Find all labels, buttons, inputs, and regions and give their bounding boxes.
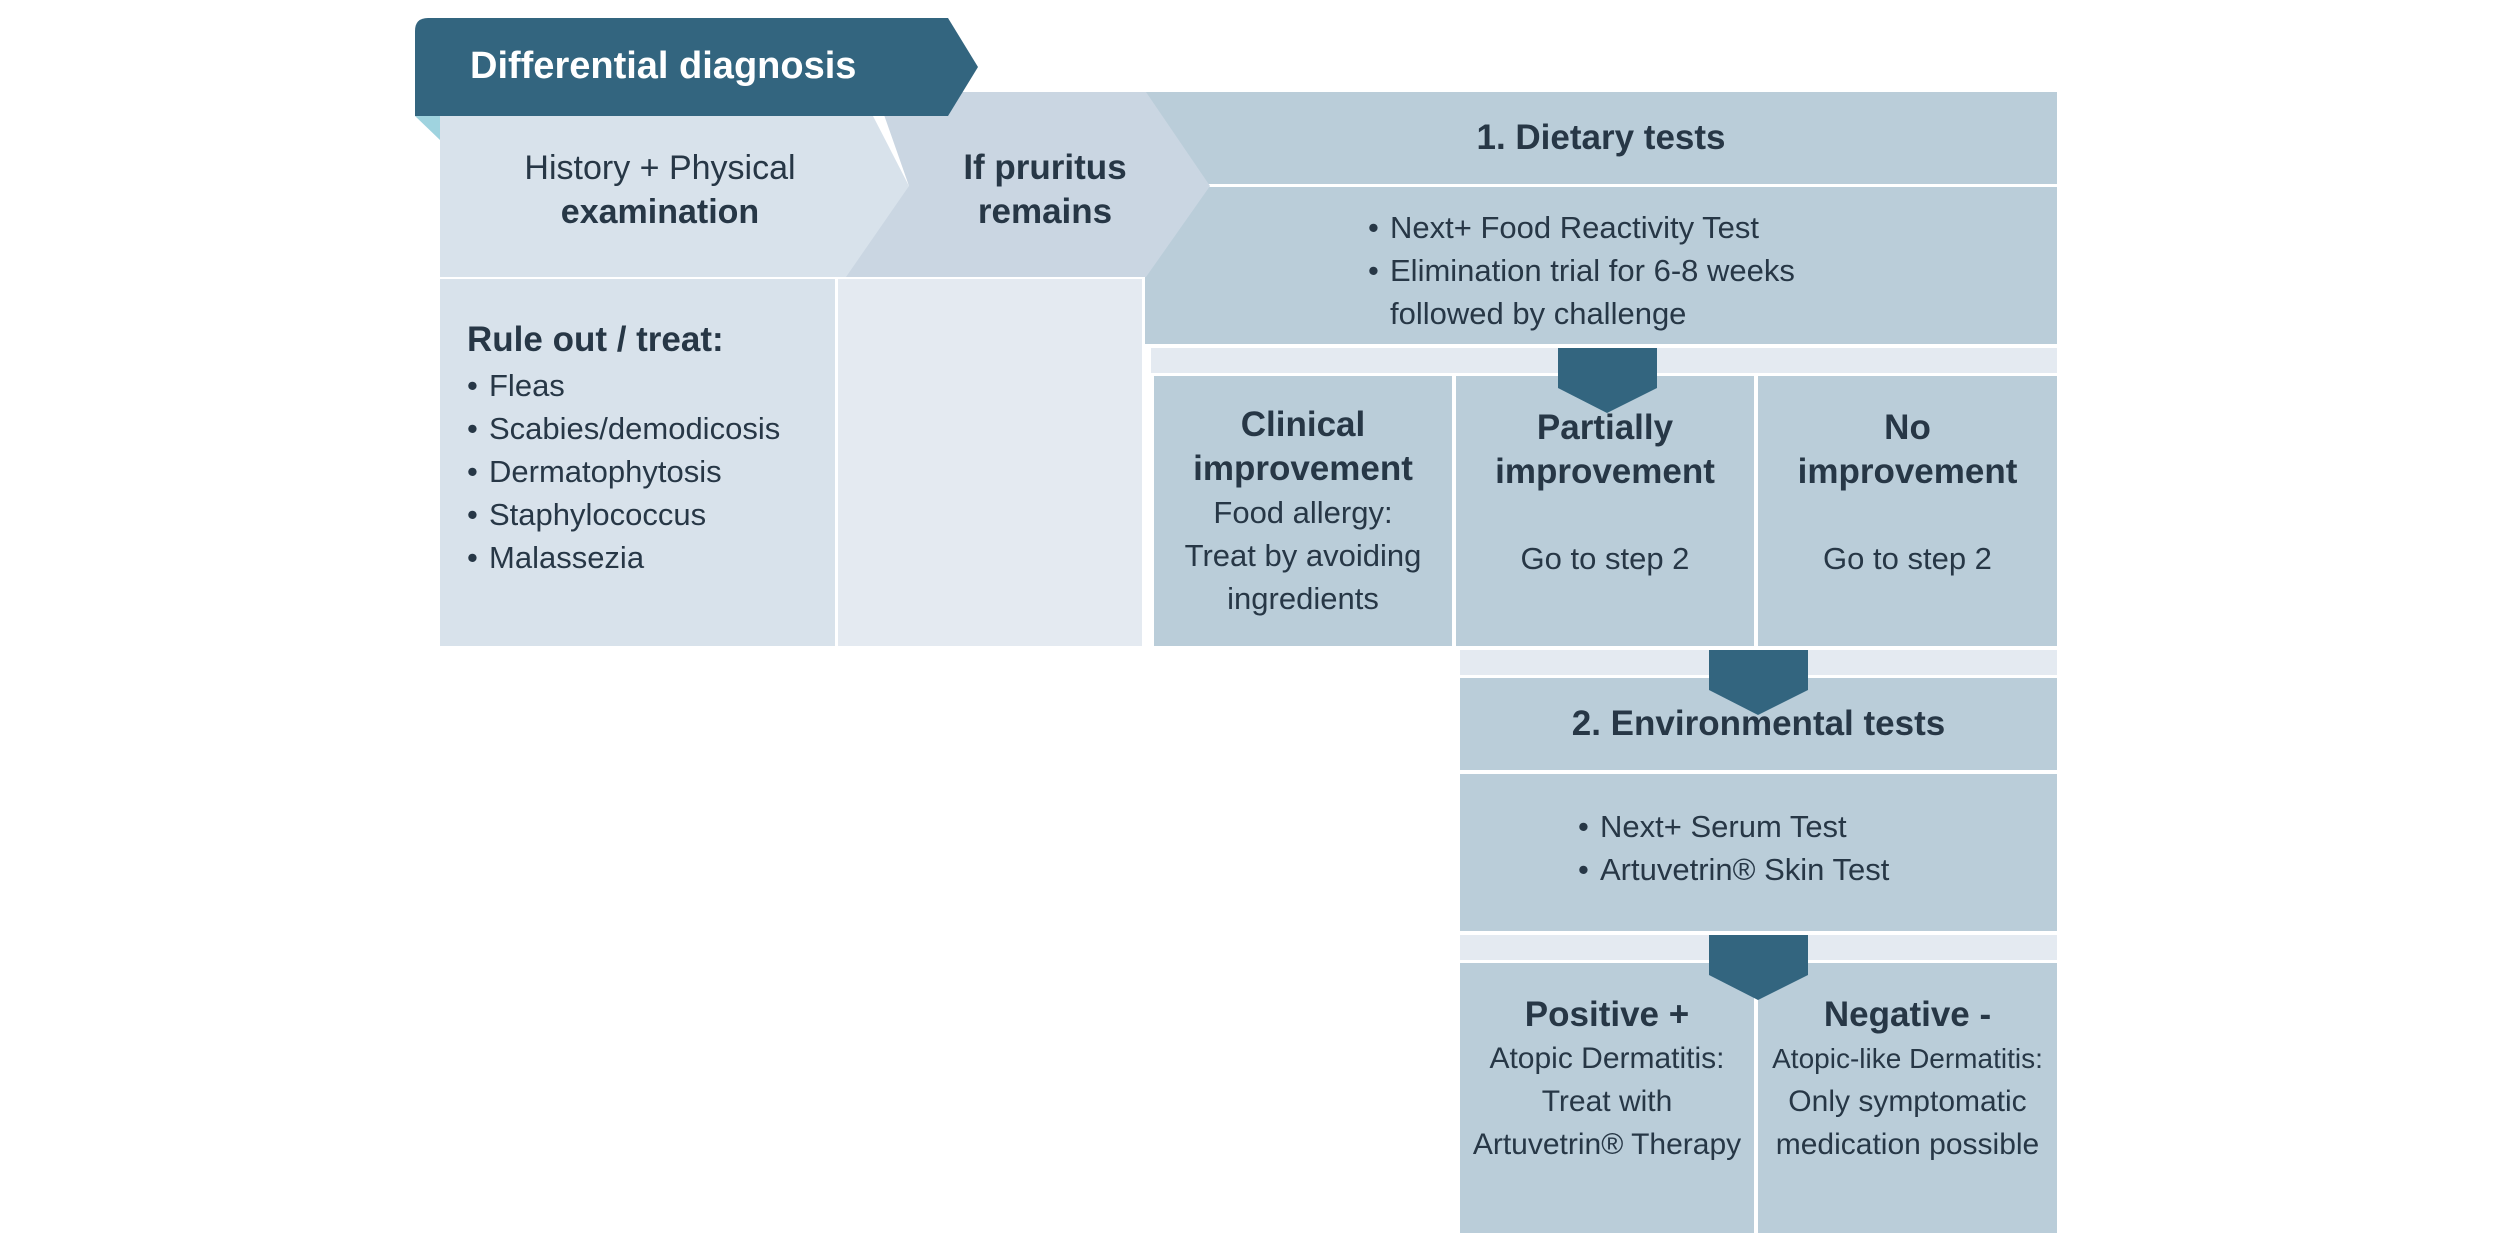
arrow-down-icon [1709,935,1808,1000]
clinical-text-line3: ingredients [1227,580,1379,616]
arrow-down-icon [1709,650,1808,715]
clinical-text-line1: Food allergy: [1213,494,1393,530]
negative-result: Negative - Atopic-like Dermatitis: Only … [1758,963,2057,1233]
environmental-tests-header: 2. Environmental tests [1460,678,2057,770]
rule-out-list: Fleas Scabies/demodicosis Dermatophytosi… [467,364,827,579]
positive-text-line3: Artuvetrin® Therapy [1472,1128,1742,1161]
arrow-down-icon [1558,348,1657,413]
clinical-improvement: Clinical improvement Food allergy: Treat… [1154,376,1452,646]
partial-heading-line2: improvement [1495,452,1715,491]
noimp-heading-line1: No [1884,408,1931,447]
partial-heading-line1: Partially [1536,408,1674,447]
diagram-title: Differential diagnosis [470,45,857,87]
dietary-tests-content: Next+ Food Reactivity Test Elimination t… [1368,206,1928,335]
list-item: Next+ Food Reactivity Test [1368,206,1928,249]
clinical-improvement-box [1154,376,1452,646]
environmental-tests-heading: 2. Environmental tests [1571,704,1946,743]
dietary-tests-heading: 1. Dietary tests [1476,118,1726,157]
list-item: Dermatophytosis [467,450,827,493]
pruritus-line2: remains [977,192,1113,231]
dietary-tests-list: Next+ Food Reactivity Test Elimination t… [1368,206,1928,292]
list-item: Elimination trial for 6-8 weeks [1368,249,1928,292]
dietary-tests-item2-continued: followed by challenge [1390,296,1687,331]
list-item: Next+ Serum Test [1578,805,2018,848]
history-label: History + Physical examination [440,140,880,240]
title-accent-triangle [415,116,440,140]
clinical-heading-line2: improvement [1193,448,1413,488]
no-improvement-box [1758,376,2057,646]
title-banner-shape [415,18,978,116]
positive-result: Positive + Atopic Dermatitis: Treat with… [1460,963,1754,1233]
rule-out-heading: Rule out / treat: [467,320,724,359]
positive-text-line1: Atopic Dermatitis: [1489,1042,1725,1075]
rule-out-content: Rule out / treat: Fleas Scabies/demodico… [467,318,827,579]
partial-improvement-box [1456,376,1754,646]
no-improvement: No improvement Go to step 2 [1758,376,2057,646]
environmental-tests-list: Next+ Serum Test Artuvetrin® Skin Test [1578,805,2018,891]
negative-heading: Negative - [1823,995,1992,1034]
history-chevron [440,116,909,277]
pruritus-label: If pruritus remains [900,140,1190,240]
clinical-heading-line1: Clinical [1240,404,1366,444]
noimp-text-line1: Go to step 2 [1823,541,1992,576]
partial-text-line1: Go to step 2 [1520,541,1690,576]
pruritus-chevron [846,92,1210,277]
positive-text-line2: Treat with [1541,1085,1673,1118]
noimp-heading-line2: improvement [1797,452,2018,491]
dietary-tests-header-box [1145,92,2057,184]
negative-box [1758,963,2057,1233]
list-item: Staphylococcus [467,493,827,536]
negative-text-line1: Atopic-like Dermatitis: [1772,1043,2043,1074]
list-item: Artuvetrin® Skin Test [1578,848,2018,891]
history-line2: examination [560,193,760,231]
negative-text-line3: medication possible [1775,1128,2040,1161]
partial-improvement: Partially improvement Go to step 2 [1456,376,1754,646]
environmental-tests-content: Next+ Serum Test Artuvetrin® Skin Test [1578,805,2018,891]
positive-box [1460,963,1754,1233]
clinical-text-line2: Treat by avoiding [1184,537,1422,573]
list-item: Malassezia [467,536,827,579]
pruritus-line1: If pruritus [963,148,1127,187]
list-item: Fleas [467,364,827,407]
list-item: Scabies/demodicosis [467,407,827,450]
dietary-tests-header: 1. Dietary tests [1145,92,2057,184]
history-line1: History + Physical [524,149,796,187]
positive-heading: Positive + [1524,995,1690,1034]
pruritus-column-box [838,279,1142,646]
negative-text-line2: Only symptomatic [1788,1085,2027,1118]
